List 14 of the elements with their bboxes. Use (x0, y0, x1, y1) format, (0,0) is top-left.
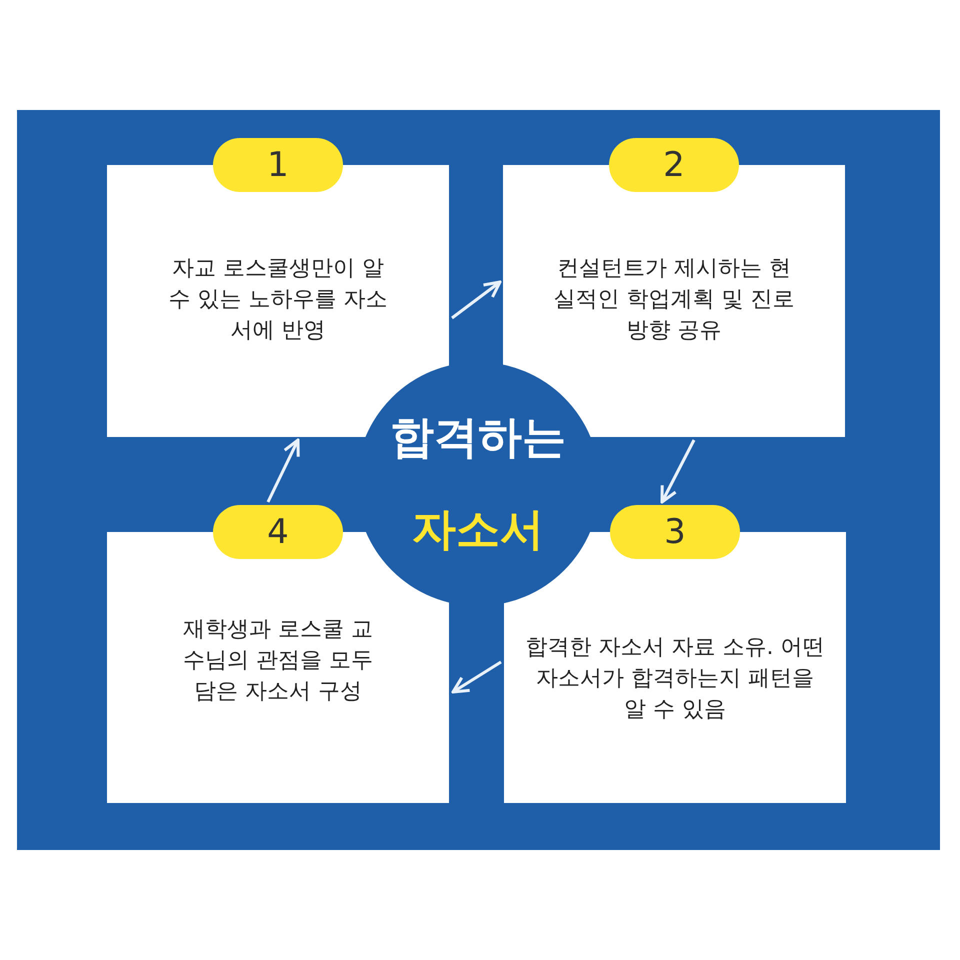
number-badge: 3 (610, 505, 740, 559)
arrow (660, 439, 696, 504)
arrow (452, 660, 502, 694)
number-badge: 2 (609, 138, 739, 192)
body-text: 재학생과 로스쿨 교수님의 관점을 모두 담은 자소서 구성 (182, 616, 374, 706)
number-badge: 4 (213, 505, 343, 559)
arrow (451, 280, 502, 320)
arrow (266, 438, 300, 503)
body-text: 합격한 자소서 자료 소유. 어떤 자소서가 합격하는지 패턴을 알 수 있음 (525, 634, 825, 724)
title-text: 합격하는 (390, 411, 566, 465)
number-badge: 1 (213, 138, 343, 192)
body-text: 자교 로스쿨생만이 알 수 있는 노하우를 자소서에 반영 (168, 255, 388, 345)
title-text: 자소서 (412, 503, 544, 557)
body-text: 컨설턴트가 제시하는 현실적인 학업계획 및 진로방향 공유 (552, 255, 796, 345)
